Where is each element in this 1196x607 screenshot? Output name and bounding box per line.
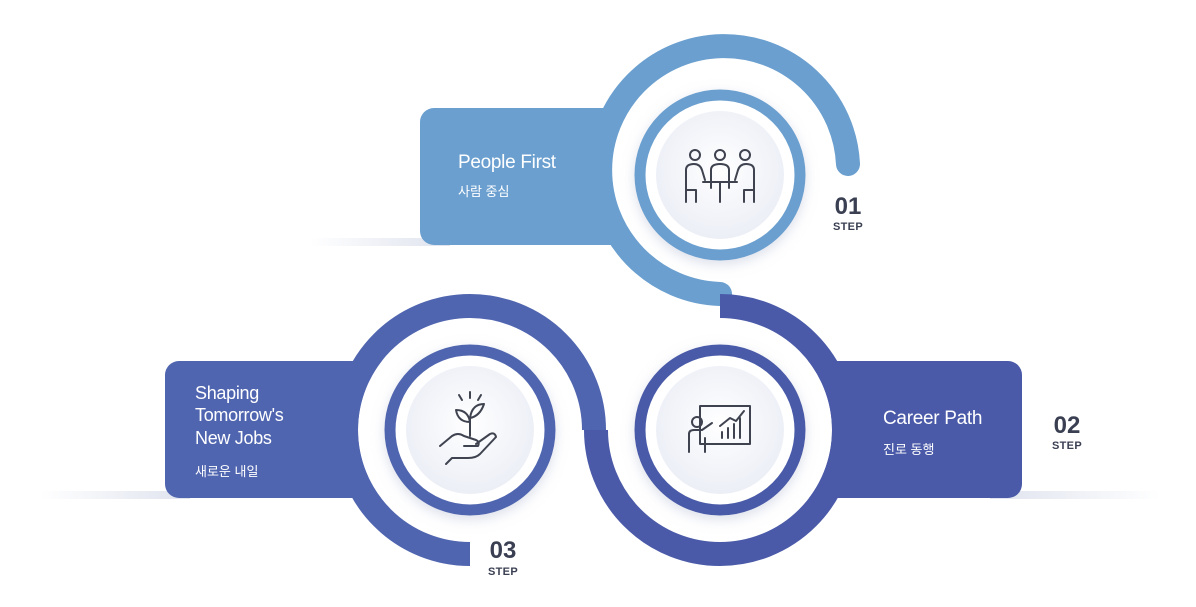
step-3-subtitle: 새로운 내일 <box>195 464 259 479</box>
step-1-ring <box>588 34 860 306</box>
step-2-subtitle: 진로 동행 <box>883 442 935 457</box>
card-shadow-2 <box>990 491 1160 499</box>
step-2-title: Career Path <box>883 408 983 429</box>
step-3-card <box>165 361 395 498</box>
step-1-disc <box>656 111 784 239</box>
step-1-number: 01 <box>834 193 862 220</box>
meeting-people-icon <box>685 149 755 203</box>
step-1-label: STEP <box>833 221 863 233</box>
step-1-card <box>420 108 645 245</box>
step-2-ring <box>584 294 856 566</box>
step-3-ring <box>334 294 606 566</box>
step-3-title-line-3: New Jobs <box>195 428 272 448</box>
presentation-chart-icon <box>688 405 751 453</box>
step-2-label: STEP <box>1052 440 1082 452</box>
step-1-title: People First <box>458 152 556 173</box>
step-3-label: STEP <box>488 566 518 578</box>
step-1-subtitle: 사람 중심 <box>458 184 510 199</box>
step-3-title-line-1: Shaping <box>195 383 259 403</box>
card-shadow-1 <box>310 238 450 246</box>
hand-sprout-icon <box>439 391 497 465</box>
step-2-number: 02 <box>1053 412 1081 439</box>
step-3-number: 03 <box>489 537 517 564</box>
card-shadow-3 <box>40 491 190 499</box>
step-2-disc <box>656 366 784 494</box>
step-3-title-line-2: Tomorrow's <box>195 405 284 425</box>
